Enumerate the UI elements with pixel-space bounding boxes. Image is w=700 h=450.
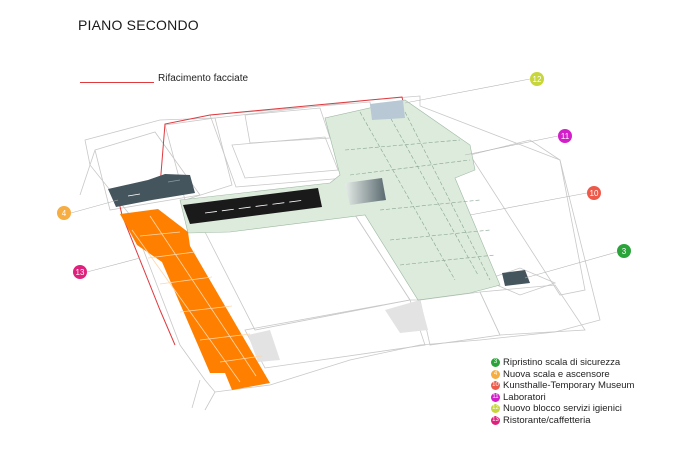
legend: 3 Ripristino scala di sicurezza 4 Nuova … (491, 357, 634, 426)
legend-item: 13 Ristorante/caffetteria (491, 415, 634, 427)
callout-marker-13[interactable]: 13 (73, 265, 87, 279)
callout-marker-4[interactable]: 4 (57, 206, 71, 220)
facade-line-label: Rifacimento facciate (158, 73, 249, 84)
black-corridor (183, 188, 322, 224)
page-title: PIANO SECONDO (78, 17, 199, 33)
staircase-gradient (345, 178, 386, 205)
green-area (179, 99, 501, 301)
legend-dot: 10 (491, 381, 500, 391)
legend-item: 3 Ripristino scala di sicurezza (491, 357, 634, 369)
legend-label: Ripristino scala di sicurezza (503, 357, 621, 369)
callout-marker-number: 12 (533, 75, 542, 84)
callout-marker-number: 11 (561, 132, 570, 141)
legend-dot: 12 (491, 404, 500, 414)
legend-label: Nuova scala e ascensore (503, 368, 610, 380)
ground-patch (248, 330, 280, 362)
callout-marker-number: 3 (622, 247, 627, 256)
legend-dot: 3 (491, 358, 500, 368)
legend-dot: 11 (491, 392, 500, 402)
legend-dot: 4 (491, 369, 500, 379)
facade-line-sample (80, 82, 154, 83)
callout-marker-number: 10 (590, 189, 599, 198)
callout-marker-number: 4 (62, 209, 67, 218)
stair-block-4 (108, 174, 195, 207)
legend-item: 10 Kunsthalle-Temporary Museum (491, 380, 634, 392)
callout-leaders (70, 78, 618, 279)
callout-marker-3[interactable]: 3 (617, 244, 631, 258)
callout-marker-12[interactable]: 12 (530, 72, 544, 86)
restaurant-wing (120, 209, 270, 390)
callout-marker-10[interactable]: 10 (587, 186, 601, 200)
legend-dot: 13 (491, 415, 500, 425)
callout-marker-number: 13 (76, 268, 85, 277)
legend-label: Laboratori (503, 391, 546, 403)
legend-label: Kunsthalle-Temporary Museum (503, 380, 635, 392)
legend-item: 11 Laboratori (491, 392, 634, 404)
callout-marker-11[interactable]: 11 (558, 129, 572, 143)
facade-renovation-line (117, 197, 176, 346)
stair-block-3 (502, 270, 530, 286)
green-area-gridlines (344, 107, 496, 281)
legend-label: Ristorante/caffetteria (503, 414, 591, 426)
legend-label: Nuovo blocco servizi igienici (503, 403, 622, 415)
ground-patch (385, 300, 428, 333)
legend-item: 12 Nuovo blocco servizi igienici (491, 403, 634, 415)
services-block-12 (370, 100, 405, 120)
legend-item: 4 Nuova scala e ascensore (491, 369, 634, 381)
